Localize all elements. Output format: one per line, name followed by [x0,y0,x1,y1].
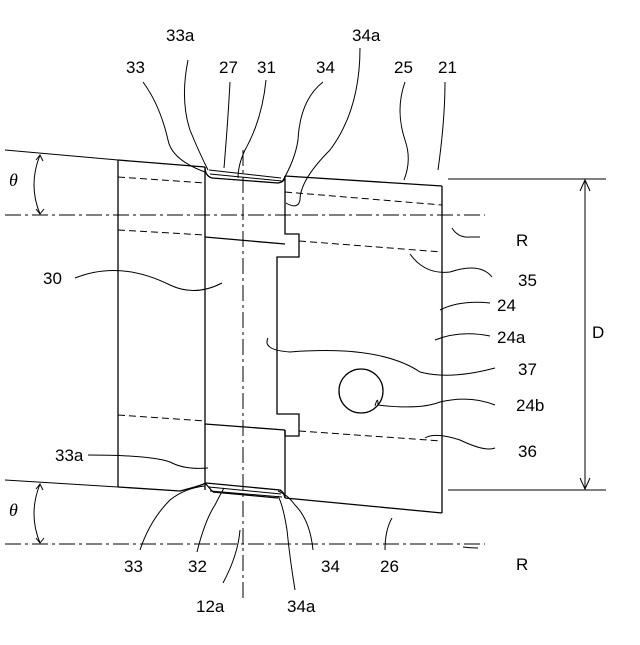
label-35: 35 [518,271,537,290]
label-24: 24 [497,296,516,315]
label-12a: 12a [196,597,225,616]
label-33-bottom: 33 [124,557,143,576]
label-r-bottom: R [516,555,528,574]
label-34a-top: 34a [352,26,381,45]
label-34-top: 34 [316,58,335,77]
label-33a-top: 33a [166,26,195,45]
label-37: 37 [518,360,537,379]
label-30: 30 [43,269,62,288]
label-31: 31 [257,58,276,77]
label-32: 32 [188,557,207,576]
label-34-bottom: 34 [321,557,340,576]
label-d: D [592,323,604,342]
label-33a-bottom: 33a [55,446,84,465]
hole-24b [339,369,383,413]
inner-step-profile [205,205,299,436]
label-36: 36 [518,442,537,461]
label-21: 21 [438,58,457,77]
label-theta-top: θ [9,170,18,190]
label-r-top: R [516,231,528,250]
label-25: 25 [394,58,413,77]
angle-theta-top [5,150,118,214]
leader-lines [75,48,495,590]
hidden-lines [118,177,442,441]
label-26: 26 [380,557,399,576]
label-33-top: 33 [126,58,145,77]
label-24a: 24a [497,328,526,347]
label-34a-bottom: 34a [287,597,316,616]
dimension-d [580,180,590,489]
label-27: 27 [219,58,238,77]
label-24b: 24b [516,396,544,415]
label-theta-bottom: θ [9,500,18,520]
angle-theta-bottom [5,480,118,543]
